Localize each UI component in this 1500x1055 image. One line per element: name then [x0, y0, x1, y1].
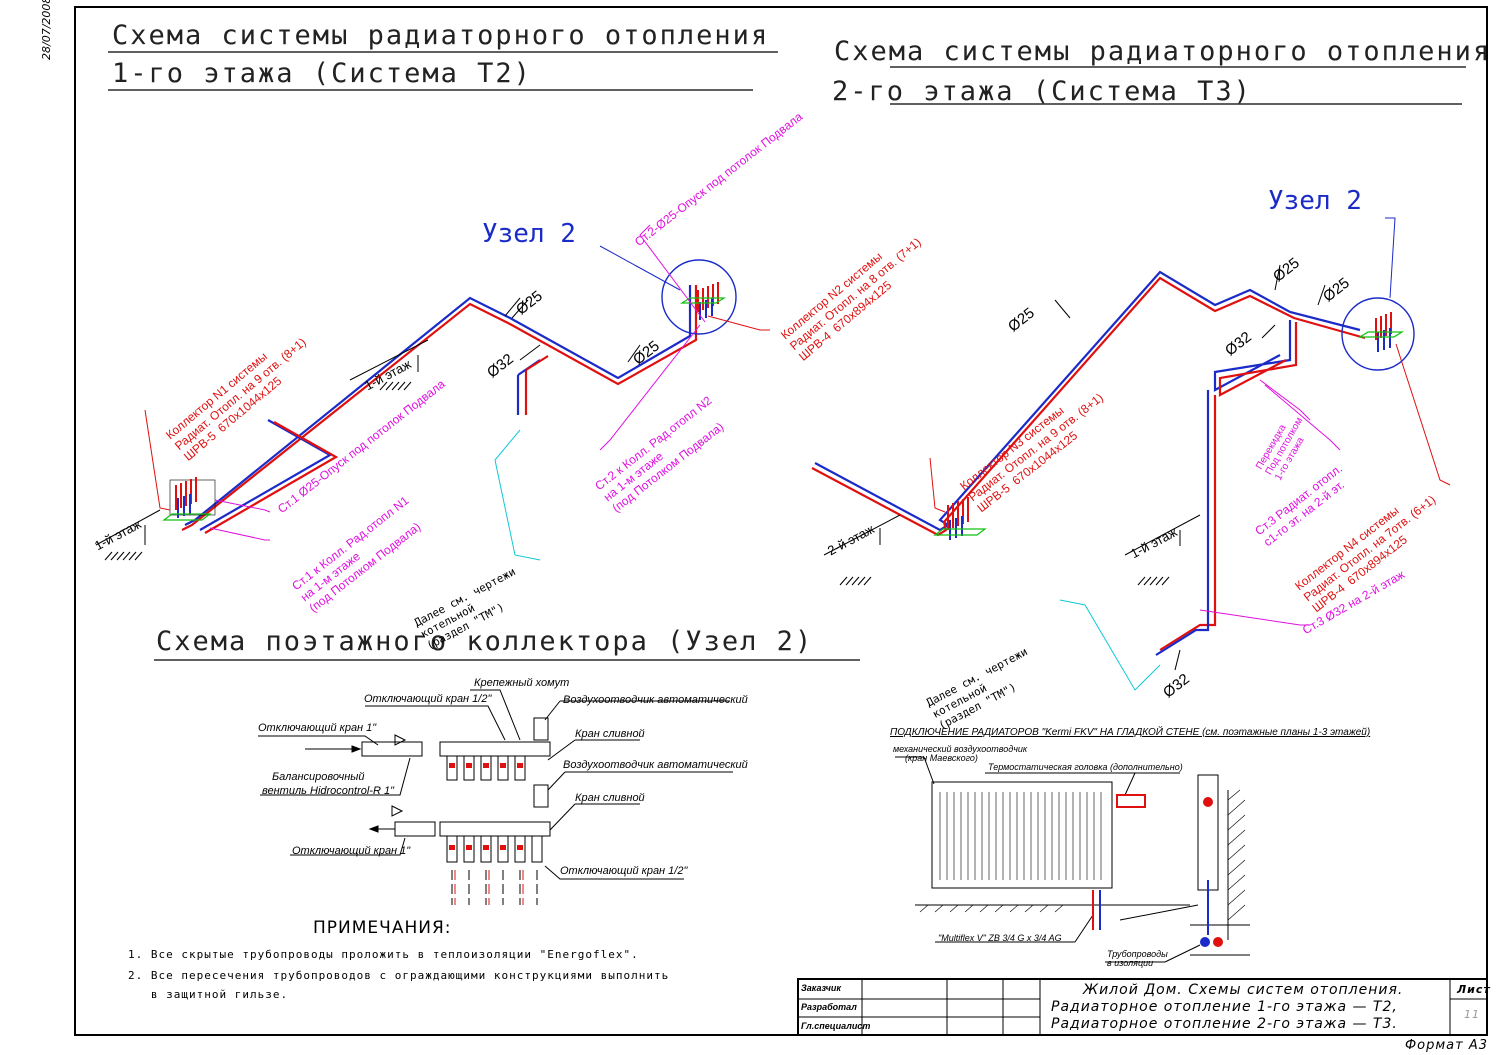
label-air-vent-1: Воздухоотводчик автоматический: [563, 694, 748, 706]
radiator-thermo: Термостатическая головка (дополнительно): [988, 762, 1183, 772]
stamp-title-1: Жилой Дом. Схемы систем отопления.: [1083, 982, 1404, 998]
stamp-title-3: Радиаторное отопление 2-го этажа — Т3.: [1051, 1016, 1398, 1032]
stamp-row-customer: Заказчик: [801, 983, 841, 993]
radiator-heading: ПОДКЛЮЧЕНИЕ РАДИАТОРОВ "Kermi FKV" НА ГЛ…: [890, 727, 1371, 738]
notes-title: ПРИМЕЧАНИЯ:: [313, 918, 452, 938]
label-balance-1: Балансировочный: [272, 771, 365, 783]
title-collector: Схема поэтажного коллектора (Узел 2): [156, 626, 814, 657]
radiator-color: [1092, 794, 1223, 947]
stamp-sheet-label: Лист: [1457, 983, 1491, 996]
radiator-air-vent: механический воздухоотводчик(кран Маевск…: [893, 744, 1028, 763]
collector-3-graphic: [933, 497, 987, 540]
label-drain-2: Кран сливной: [575, 792, 645, 804]
collector-1-graphic: [162, 477, 216, 521]
label-balance-2: вентиль Hidrocontrol-R 1": [262, 785, 394, 797]
label-valve-half-bottom: Отключающий кран 1/2": [560, 865, 688, 877]
uzel-right-label: Узел 2: [1268, 186, 1362, 216]
label-clamp: Крепежный хомут: [474, 677, 570, 689]
title-floor2-line1: Схема системы радиаторного отопления: [834, 36, 1492, 67]
collector-detail-color: [449, 763, 524, 905]
title-floor2-line2: 2-го этажа (Система Т3): [832, 76, 1252, 107]
title-block: [797, 978, 1488, 1036]
label-valve-1-top: Отключающий кран 1": [258, 722, 377, 734]
radiator-detail: [895, 756, 1250, 963]
stamp-sheet-number: 11: [1464, 1008, 1480, 1021]
collector-2-graphic: [679, 282, 727, 320]
drawing-frame: [74, 6, 1488, 1036]
collector-4-graphic: [1357, 312, 1405, 352]
stamp-row-chief: Гл.специалист: [801, 1021, 871, 1031]
note-2-cont: в защитной гильзе.: [128, 988, 289, 1001]
right-pipes: [811, 270, 1366, 656]
note-1: 1. Все скрытые трубопроводы проложить в …: [128, 948, 639, 961]
title-floor1-line2: 1-го этажа (Система Т2): [112, 58, 532, 89]
label-air-vent-2: Воздухоотводчик автоматический: [563, 759, 748, 771]
radiator-multiflex: "Multiflex V" ZB 3/4 G x 3/4 AG: [938, 933, 1062, 943]
note-2: 2. Все пересечения трубопроводов с ограж…: [128, 969, 670, 982]
label-drain-1: Кран сливной: [575, 728, 645, 740]
title-floor1-line1: Схема системы радиаторного отопления: [112, 20, 770, 51]
collector-detail: [258, 689, 733, 905]
uzel-left-label: Узел 2: [482, 219, 576, 249]
label-valve-1-bottom: Отключающий кран 1": [292, 845, 411, 857]
label-valve-half-top: Отключающий кран 1/2": [364, 693, 492, 705]
stamp-title-2: Радиаторное отопление 1-го этажа — Т2,: [1051, 999, 1398, 1015]
format-label: Формат А3: [1404, 1038, 1488, 1053]
stamp-row-developer: Разработал: [801, 1002, 857, 1012]
